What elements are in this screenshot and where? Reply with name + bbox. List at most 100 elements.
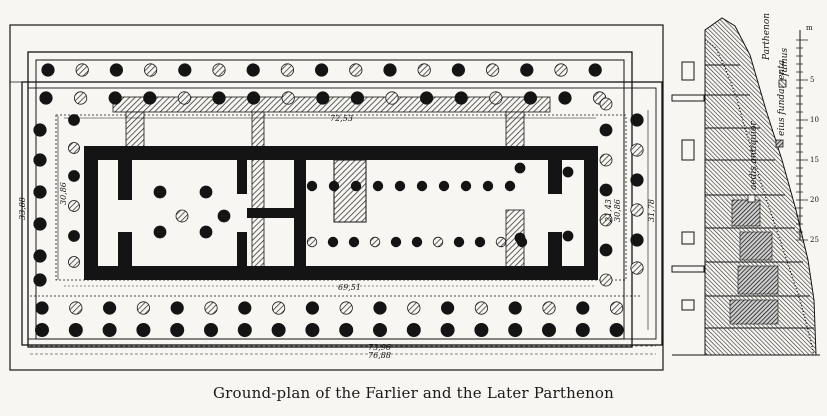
cross-section: Parthenon aedis antiquior eius fundament… <box>671 13 820 356</box>
foundation-courses <box>705 64 814 329</box>
legend-swatch-1 <box>747 194 756 203</box>
column <box>474 236 486 248</box>
scale-label: 10 <box>810 116 819 124</box>
column <box>144 63 158 77</box>
column <box>68 142 80 154</box>
column <box>86 198 98 210</box>
column <box>630 261 644 275</box>
column <box>372 180 384 192</box>
scale-label: 15 <box>810 156 819 164</box>
column <box>407 301 421 315</box>
column <box>68 230 80 242</box>
column <box>74 91 88 105</box>
column <box>630 203 644 217</box>
column <box>170 322 185 337</box>
cult-statue-base <box>333 159 367 223</box>
column <box>416 180 428 192</box>
column <box>33 153 47 167</box>
column <box>199 225 213 239</box>
ground-plan: 72,53 69,51 73,96 76,88 33,88 30,86 21,4… <box>9 24 664 371</box>
earlier-foundation-blocks <box>729 199 779 325</box>
column <box>305 322 320 337</box>
section-title: Parthenon <box>762 13 772 61</box>
column <box>247 91 261 105</box>
column <box>609 322 624 337</box>
column <box>385 91 399 105</box>
column <box>35 322 50 337</box>
column <box>143 91 157 105</box>
legend-item-1: aedis antiquior <box>749 121 759 190</box>
dim-left-outer: 33,88 <box>18 197 27 220</box>
dim-overall-upper: 73,96 <box>368 343 391 352</box>
scale-label: 25 <box>810 236 819 244</box>
column <box>108 91 122 105</box>
dim-inner-bottom: 69,51 <box>338 283 361 292</box>
column <box>327 236 339 248</box>
bedrock-line <box>704 39 815 356</box>
column <box>390 236 402 248</box>
legend-item-3: fumus <box>780 48 790 77</box>
column <box>271 301 286 315</box>
column <box>432 236 444 248</box>
section-legend: Parthenon aedis antiquior eius fundament… <box>747 13 790 203</box>
column <box>153 225 167 239</box>
earlier-wall-left-pier <box>125 111 145 148</box>
column <box>599 123 613 137</box>
column <box>576 301 590 315</box>
column <box>369 236 381 248</box>
column <box>238 301 252 315</box>
column <box>203 322 218 337</box>
column <box>350 91 364 105</box>
column <box>33 249 47 263</box>
column <box>630 143 644 157</box>
column <box>588 63 602 77</box>
column <box>39 91 53 105</box>
column <box>599 213 613 227</box>
column <box>175 209 189 223</box>
column <box>440 301 455 315</box>
column <box>373 301 387 315</box>
column <box>177 91 191 105</box>
earlier-wall-mid <box>251 111 265 268</box>
column <box>575 322 590 337</box>
column <box>562 230 574 242</box>
column <box>271 322 286 337</box>
column <box>212 63 226 77</box>
column <box>68 170 80 182</box>
column <box>170 301 184 315</box>
dim-right-outer: 31,78 <box>647 199 656 222</box>
column <box>68 322 83 337</box>
column <box>339 301 353 315</box>
dim-right-inner-a: 21,43 <box>604 199 613 223</box>
column <box>86 166 98 178</box>
column <box>339 322 354 337</box>
scale-unit: m <box>806 24 813 32</box>
column <box>33 123 47 137</box>
interior-columns <box>86 162 596 248</box>
legend-swatch-2 <box>775 139 784 148</box>
column <box>69 301 83 315</box>
column <box>599 273 613 287</box>
column <box>523 91 538 105</box>
column <box>599 153 613 167</box>
column <box>328 180 340 192</box>
column <box>584 230 596 242</box>
column <box>33 185 47 199</box>
column <box>314 63 329 77</box>
column <box>562 166 574 178</box>
column <box>453 236 465 248</box>
column <box>136 301 150 315</box>
column <box>109 63 124 77</box>
peristyle-columns <box>33 63 644 337</box>
column <box>520 63 534 77</box>
column <box>474 301 488 315</box>
section-column-stubs <box>671 30 820 356</box>
column <box>68 256 80 268</box>
column <box>33 273 47 287</box>
column <box>350 180 362 192</box>
column <box>153 185 167 199</box>
column <box>41 63 55 77</box>
column <box>417 63 431 77</box>
column <box>246 63 260 77</box>
